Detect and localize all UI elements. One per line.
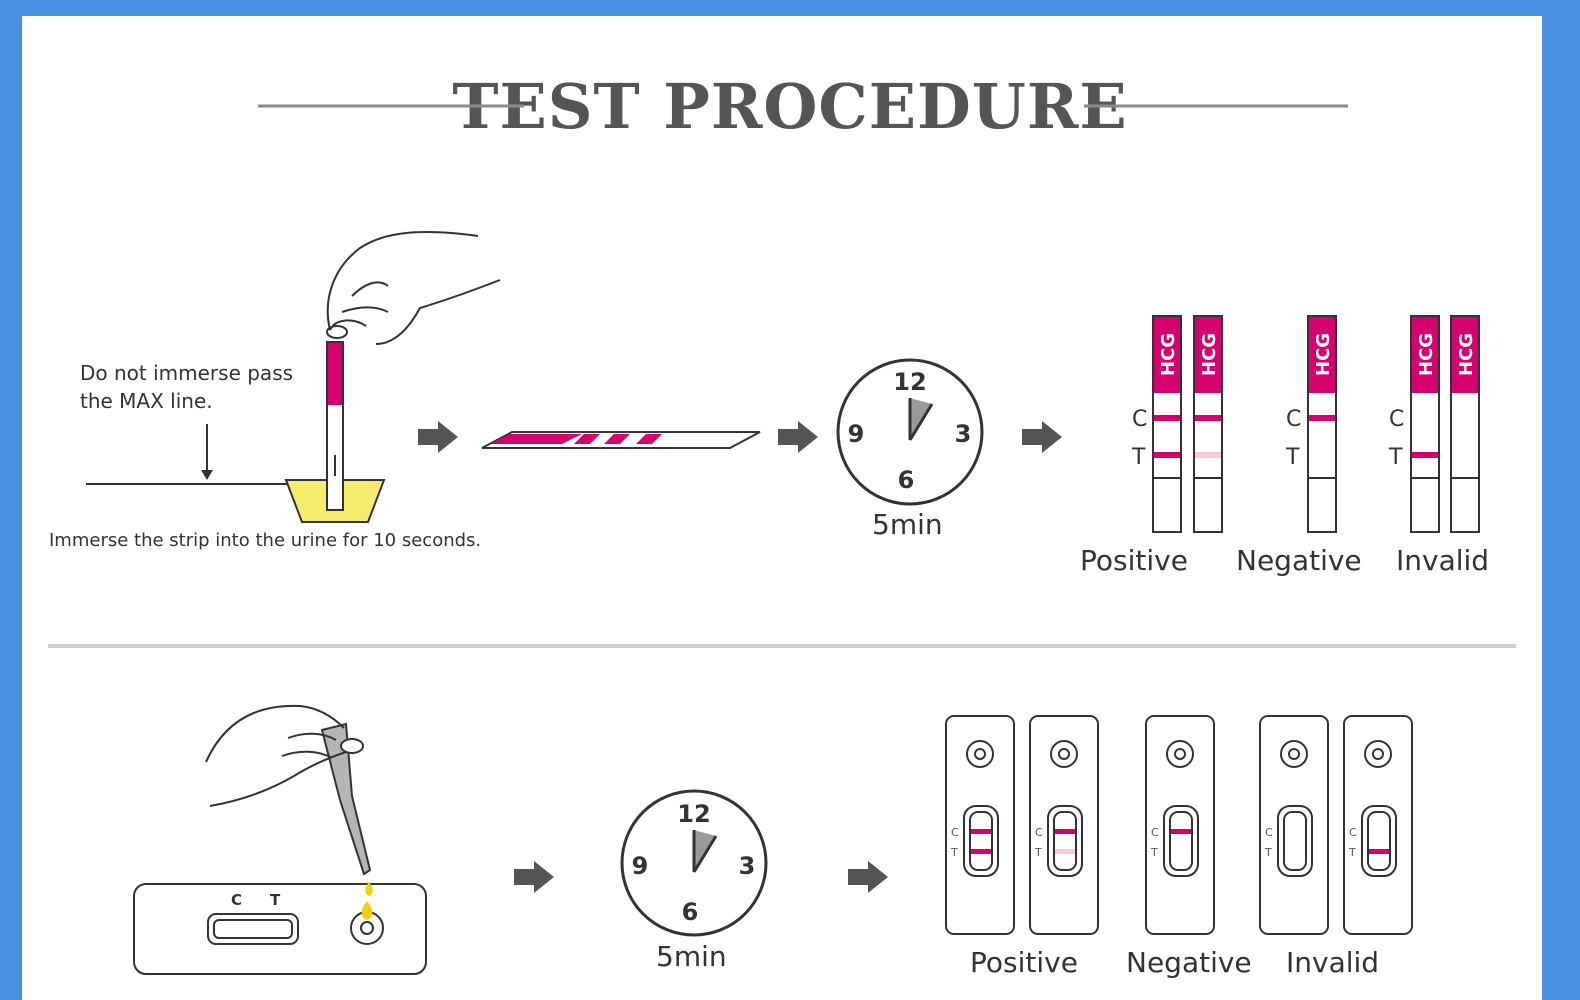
result-label-invalid: Invalid bbox=[1286, 946, 1380, 979]
strip-immersion-step bbox=[86, 231, 501, 523]
result-cassettes: C T C T C T C T C T bbox=[945, 715, 1413, 935]
control-line-label: C bbox=[1389, 407, 1404, 432]
cassette-t-label: T bbox=[1150, 846, 1158, 859]
cassette-t-label: T bbox=[950, 846, 958, 859]
clock-icon bbox=[620, 789, 768, 937]
pointer-arrow-head bbox=[201, 470, 213, 480]
arrow-right-icon bbox=[848, 861, 888, 893]
result-label-negative: Negative bbox=[1126, 946, 1252, 979]
cassette-t-label: T bbox=[1348, 846, 1356, 859]
dropper-icon bbox=[320, 722, 372, 876]
clock-numeral-12: 12 bbox=[893, 368, 926, 396]
arrow-right-icon bbox=[778, 421, 818, 453]
drop-icon bbox=[361, 901, 373, 920]
clock-numeral-3: 3 bbox=[955, 420, 972, 448]
test-line-label: T bbox=[1388, 445, 1403, 470]
cassette-dropper-step bbox=[133, 704, 427, 975]
instruction-text: Immerse the strip into the urine for 10 … bbox=[49, 530, 482, 551]
cassette-t-label: T bbox=[1264, 846, 1272, 859]
clock-numeral-6: 6 bbox=[898, 466, 915, 494]
strip-invalid-2 bbox=[1450, 315, 1480, 533]
cassette-invalid-2 bbox=[1343, 715, 1413, 935]
strip-brand-label: HCG bbox=[1199, 333, 1220, 376]
cassette-positive-2 bbox=[1029, 715, 1099, 935]
warning-text-line1: Do not immerse pass bbox=[80, 361, 294, 385]
result-label-invalid: Invalid bbox=[1396, 544, 1490, 577]
strip-brand-label: HCG bbox=[1416, 333, 1437, 376]
cassette-c-label: C bbox=[1035, 826, 1043, 839]
strip-brand-label: HCG bbox=[1158, 333, 1179, 376]
wait-time-label: 5min bbox=[656, 940, 727, 973]
test-line-label: T bbox=[1131, 445, 1146, 470]
clock-numeral-12: 12 bbox=[677, 800, 710, 828]
hand-icon bbox=[205, 704, 347, 807]
control-line-label: C bbox=[1286, 407, 1301, 432]
result-label-negative: Negative bbox=[1236, 544, 1362, 577]
strip-positive-1 bbox=[1152, 315, 1182, 533]
cassette-c-label: C bbox=[1265, 826, 1273, 839]
strip-negative bbox=[1307, 315, 1337, 533]
flat-strip bbox=[481, 431, 761, 449]
cassette-negative bbox=[1145, 715, 1215, 935]
result-strips: HCG HCG HCG HCG HCG bbox=[1152, 315, 1480, 533]
cassette-window-c-label: C bbox=[231, 891, 242, 909]
cassette-c-label: C bbox=[1151, 826, 1159, 839]
warning-text-line2: the MAX line. bbox=[80, 389, 213, 413]
clock-numeral-6: 6 bbox=[682, 898, 699, 926]
result-label-positive: Positive bbox=[970, 946, 1078, 979]
strip-invalid-1 bbox=[1410, 315, 1440, 533]
cassette-invalid-1 bbox=[1259, 715, 1329, 935]
arrow-right-icon bbox=[418, 421, 458, 453]
cassette-c-label: C bbox=[951, 826, 959, 839]
wait-time-label: 5min bbox=[872, 508, 943, 541]
clock-numeral-9: 9 bbox=[632, 852, 649, 880]
cassette-t-label: T bbox=[1034, 846, 1042, 859]
clock-numeral-3: 3 bbox=[739, 852, 756, 880]
drop-icon bbox=[365, 882, 373, 896]
strip-positive-2 bbox=[1193, 315, 1223, 533]
test-line-label: T bbox=[1285, 445, 1300, 470]
hand-icon bbox=[326, 231, 501, 345]
strip-brand-label: HCG bbox=[1313, 333, 1334, 376]
result-label-positive: Positive bbox=[1080, 544, 1188, 577]
cassette-positive-1 bbox=[945, 715, 1015, 935]
cassette-c-label: C bbox=[1349, 826, 1357, 839]
control-line-label: C bbox=[1132, 407, 1147, 432]
page-title: TEST PROCEDURE bbox=[452, 70, 1128, 143]
cassette-window-t-label: T bbox=[270, 891, 281, 909]
hand-thumb-icon bbox=[326, 325, 348, 339]
arrow-right-icon bbox=[514, 861, 554, 893]
strip-brand-label: HCG bbox=[1456, 333, 1477, 376]
dip-strip-pink bbox=[328, 343, 342, 405]
clock-icon bbox=[836, 358, 984, 506]
clock-numeral-9: 9 bbox=[848, 420, 865, 448]
arrow-right-icon bbox=[1022, 421, 1062, 453]
hand-thumb-icon bbox=[340, 738, 364, 754]
